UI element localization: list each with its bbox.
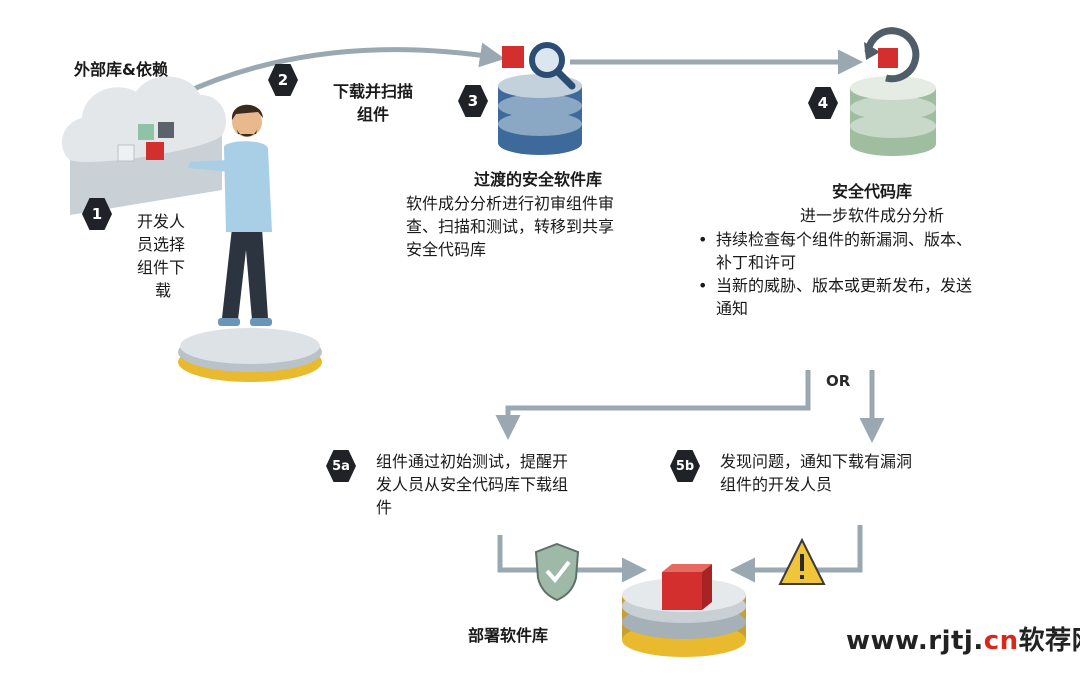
- step-badge-3: 3: [458, 85, 488, 117]
- external-libs-label: 外部库&依赖: [74, 60, 168, 79]
- database-icon-transition: [498, 74, 582, 155]
- step-badge-2: 2: [268, 64, 298, 96]
- step-badge-4: 4: [808, 87, 838, 119]
- developer-figure: [188, 104, 272, 326]
- step5a-desc: 组件通过初始测试，提醒开 发人员从安全代码库下载组 件: [376, 452, 569, 517]
- cube-icon: [662, 564, 712, 610]
- secure-repo-title: 安全代码库: [831, 182, 912, 201]
- refresh-icon: [864, 27, 920, 83]
- magnifier-icon: [529, 42, 576, 90]
- cube-icon: [878, 48, 898, 68]
- developer-select-label: 开发人 员选择 组件下 载: [137, 212, 186, 300]
- cloud-icon: [62, 76, 226, 215]
- bullet-item: 持续检查每个组件的新漏洞、版本、 补丁和许可: [694, 228, 972, 274]
- database-icon-secure: [850, 76, 936, 156]
- site-watermark: www.rjtj.cn软荐网: [846, 628, 1080, 654]
- watermark-tail: 软荐网: [1018, 626, 1080, 656]
- arrow-5b-to-deploy: [730, 525, 863, 583]
- watermark-red: cn: [983, 626, 1019, 656]
- shield-check-icon: [534, 542, 580, 602]
- deploy-repo-label: 部署软件库: [468, 626, 549, 645]
- step5b-desc: 发现问题，通知下载有漏洞 组件的开发人员: [720, 452, 913, 494]
- developer-platform: [178, 328, 322, 382]
- arrow-secure-to-5a: [495, 370, 811, 440]
- cube-icon: [502, 46, 524, 68]
- transition-repo-title: 过渡的安全软件库: [474, 170, 603, 189]
- cube-icon: [146, 142, 164, 160]
- warning-icon: [778, 537, 826, 585]
- arrow-5a-to-deploy: [497, 535, 647, 583]
- download-scan-label: 下载并扫描 组件: [332, 82, 413, 124]
- flow-arrows: [178, 42, 885, 583]
- or-label: OR: [826, 372, 851, 390]
- arrow-cloud-to-repo: [178, 42, 505, 98]
- step-badge-5a: 5a: [326, 450, 356, 482]
- bullet-item: 当新的威胁、版本或更新发布，发送 通知: [694, 274, 972, 320]
- transition-repo-desc: 软件成分分析进行初审组件审 查、扫描和测试，转移到共享 安全代码库: [406, 194, 615, 259]
- watermark-main: www.rjtj.: [846, 626, 984, 656]
- step-badge-5b: 5b: [670, 450, 700, 482]
- secure-repo-bullets: 持续检查每个组件的新漏洞、版本、 补丁和许可 当新的威胁、版本或更新发布，发送 …: [694, 228, 972, 320]
- secure-repo-subtitle: 进一步软件成分分析: [799, 206, 944, 225]
